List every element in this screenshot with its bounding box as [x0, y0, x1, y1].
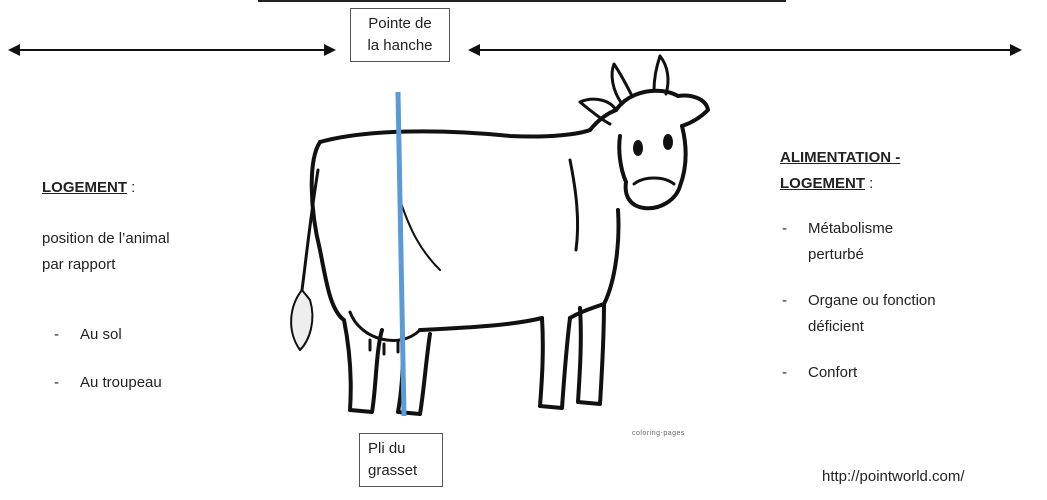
left-description: position de l’animal par rapport — [42, 226, 182, 278]
left-heading: LOGEMENT : — [42, 175, 135, 201]
top-divider-line — [258, 0, 786, 2]
stifle-fold-label-box: Pli du grasset — [359, 433, 443, 487]
list-item: Au troupeau — [42, 370, 162, 396]
stifle-label-line2: grasset — [368, 460, 434, 482]
right-bullet-list: Métabolisme perturbé Organe ou fonction … — [770, 216, 940, 406]
left-heading-text: LOGEMENT — [42, 179, 127, 196]
right-heading-line1: ALIMENTATION - — [780, 149, 900, 166]
list-item: Organe ou fonction déficient — [770, 288, 940, 340]
right-heading-line2: LOGEMENT — [780, 175, 865, 192]
source-credit: http://pointworld.com/ — [822, 468, 965, 485]
left-heading-suffix: : — [127, 179, 135, 196]
stifle-label-line1: Pli du — [368, 438, 434, 460]
right-heading: ALIMENTATION - LOGEMENT : — [780, 145, 900, 197]
right-heading-suffix: : — [865, 175, 873, 192]
reference-vertical-line — [398, 92, 404, 416]
cow-illustration — [280, 50, 720, 430]
hip-label-line1: Pointe de — [355, 13, 445, 35]
list-item: Au sol — [42, 322, 162, 348]
list-item: Métabolisme perturbé — [770, 216, 940, 268]
list-item: Confort — [770, 360, 940, 386]
watermark: coloring-pages — [632, 430, 685, 437]
left-bullet-list: Au sol Au troupeau — [42, 322, 162, 418]
